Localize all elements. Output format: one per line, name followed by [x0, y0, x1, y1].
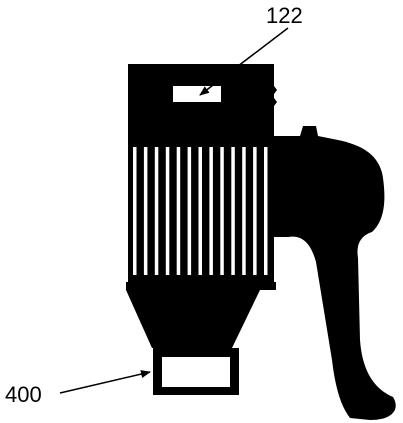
- indicator-window: [173, 86, 221, 102]
- leader-line-400: [59, 370, 151, 394]
- fin-slot: [187, 147, 192, 275]
- tapered-nose: [126, 282, 276, 348]
- fin-slot: [220, 147, 224, 275]
- fin-slot: [209, 147, 213, 275]
- fin-slot: [242, 147, 246, 275]
- fin-slot: [198, 147, 202, 275]
- callout-400: 400: [5, 382, 42, 407]
- fin-slot: [154, 147, 159, 275]
- fin-slot: [133, 147, 137, 275]
- callout-122: 122: [266, 3, 303, 28]
- fin-slot: [264, 147, 268, 275]
- cooling-fins: [128, 140, 274, 282]
- fin-slot: [253, 147, 257, 275]
- output-socket-opening: [162, 357, 230, 387]
- fin-slot: [176, 147, 181, 275]
- leader-line-122: [199, 27, 289, 96]
- tool-handle: [268, 126, 396, 420]
- fin-slot: [231, 147, 235, 275]
- fin-slot: [143, 147, 148, 275]
- fin-slot: [165, 147, 170, 275]
